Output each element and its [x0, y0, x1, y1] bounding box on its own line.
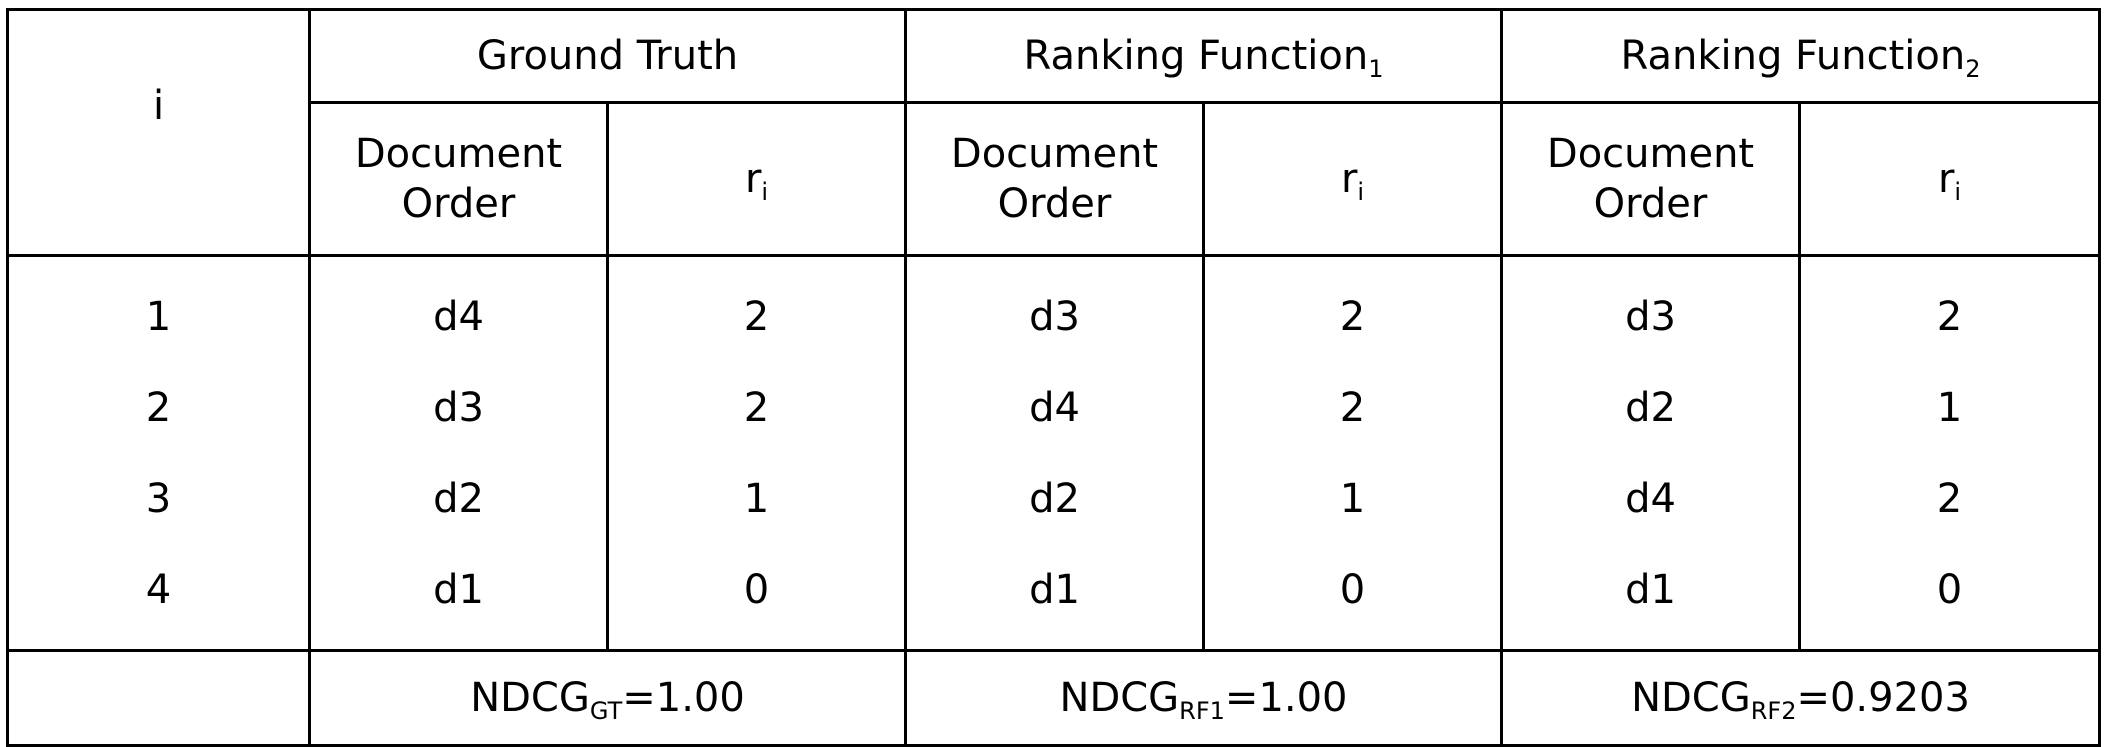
ndcg-rf1-cell: NDCGRF1=1.00 [905, 649, 1504, 746]
rf1-doc-cell: d4 [905, 362, 1206, 453]
ndcg-footer-row: NDCGGT=1.00 NDCGRF1=1.00 NDCGRF2=0.9203 [7, 649, 2100, 746]
doc-header-line2: Order [1593, 181, 1708, 227]
group-header-ground-truth: Ground Truth [309, 9, 908, 104]
rel-header-label: r [1340, 156, 1358, 202]
group-header-ranking-function-1: Ranking Function1 [905, 9, 1504, 104]
doc-header-line1: Document [950, 131, 1159, 177]
gt-relevance-header: ri [607, 102, 908, 257]
gt-doc-cell: d3 [309, 362, 609, 453]
doc-header-line1: Document [354, 131, 563, 177]
gt-document-order-header: Document Order [309, 102, 609, 257]
group-header-subscript: 1 [1368, 55, 1384, 83]
table-row: 4 d1 0 d1 0 d1 0 [7, 544, 2100, 651]
ndcg-subscript: GT [589, 697, 623, 725]
row-index-cell: 1 [7, 255, 311, 362]
gt-doc-cell: d1 [309, 544, 609, 651]
ndcg-subscript: RF1 [1179, 697, 1225, 725]
rel-header-label: r [744, 156, 762, 202]
ndcg-value: =0.9203 [1796, 675, 1970, 721]
ndcg-gt-cell: NDCGGT=1.00 [309, 649, 908, 746]
rf1-document-order-header: Document Order [905, 102, 1206, 257]
table-row: 1 d4 2 d3 2 d3 2 [7, 255, 2100, 362]
table-row: 2 d3 2 d4 2 d2 1 [7, 362, 2100, 453]
header-row-groups: i Ground Truth Ranking Function1 Ranking… [7, 9, 2100, 257]
ndcg-rf2-cell: NDCGRF2=0.9203 [1501, 649, 2100, 746]
rel-header-subscript: i [761, 178, 769, 206]
gt-doc-cell: d4 [309, 255, 609, 362]
ndcg-label: NDCG [1059, 675, 1180, 721]
ndcg-value: =1.00 [622, 675, 745, 721]
gt-rel-cell: 2 [607, 362, 908, 453]
row-index-cell: 2 [7, 362, 311, 453]
rf1-doc-cell: d3 [905, 255, 1206, 362]
doc-header-line2: Order [401, 181, 516, 227]
rf2-doc-cell: d1 [1501, 544, 1802, 651]
rel-header-subscript: i [1954, 178, 1962, 206]
rf2-relevance-header: ri [1799, 102, 2100, 257]
group-header-label: Ranking Function [1620, 33, 1966, 79]
ndcg-subscript: RF2 [1750, 697, 1797, 725]
footer-empty-cell [7, 649, 311, 746]
rf2-doc-cell: d2 [1501, 362, 1802, 453]
rel-header-subscript: i [1357, 178, 1365, 206]
rf2-rel-cell: 1 [1936, 384, 1963, 431]
rf1-relevance-header: ri [1203, 102, 1504, 257]
group-header-label: Ranking Function [1023, 33, 1369, 79]
ndcg-label: NDCG [470, 675, 590, 721]
rf1-doc-cell: d1 [905, 544, 1206, 651]
rf2-doc-cell: d4 [1501, 453, 1802, 544]
rf2-rel-cell: 2 [1936, 475, 1963, 522]
ndcg-comparison-table: i Ground Truth Ranking Function1 Ranking… [6, 8, 2102, 747]
ndcg-value: =1.00 [1224, 675, 1348, 721]
rf2-doc-cell: d3 [1501, 255, 1802, 362]
gt-rel-cell: 1 [607, 453, 908, 544]
group-header-label: Ground Truth [476, 33, 739, 79]
index-header-label: i [152, 83, 165, 129]
group-header-subscript: 2 [1965, 55, 1981, 83]
ndcg-label: NDCG [1631, 675, 1751, 721]
rf1-rel-cell: 2 [1203, 362, 1504, 453]
gt-doc-cell: d2 [309, 453, 609, 544]
gt-rel-cell: 0 [607, 544, 908, 651]
row-index-cell: 4 [7, 544, 311, 651]
rf1-rel-cell: 0 [1203, 544, 1504, 651]
rf2-rel-cell: 0 [1936, 566, 1963, 613]
index-column-header: i [7, 9, 311, 257]
rf1-doc-cell: d2 [905, 453, 1206, 544]
rf2-document-order-header: Document Order [1501, 102, 1802, 257]
header-row-columns: Document Order ri Document Order ri Docu… [8, 102, 2100, 257]
rf1-rel-cell: 1 [1203, 453, 1504, 544]
group-header-ranking-function-2: Ranking Function2 [1501, 9, 2100, 104]
rel-header-label: r [1937, 156, 1955, 202]
doc-header-line2: Order [997, 181, 1112, 227]
row-index-cell: 3 [7, 453, 311, 544]
table-row: 3 d2 1 d2 1 d4 2 [7, 453, 2100, 544]
rf2-rel-cell: 2 [1936, 293, 1963, 340]
rf1-rel-cell: 2 [1203, 255, 1504, 362]
ndcg-table-container: i Ground Truth Ranking Function1 Ranking… [6, 8, 2102, 747]
doc-header-line1: Document [1546, 131, 1755, 177]
gt-rel-cell: 2 [607, 255, 908, 362]
